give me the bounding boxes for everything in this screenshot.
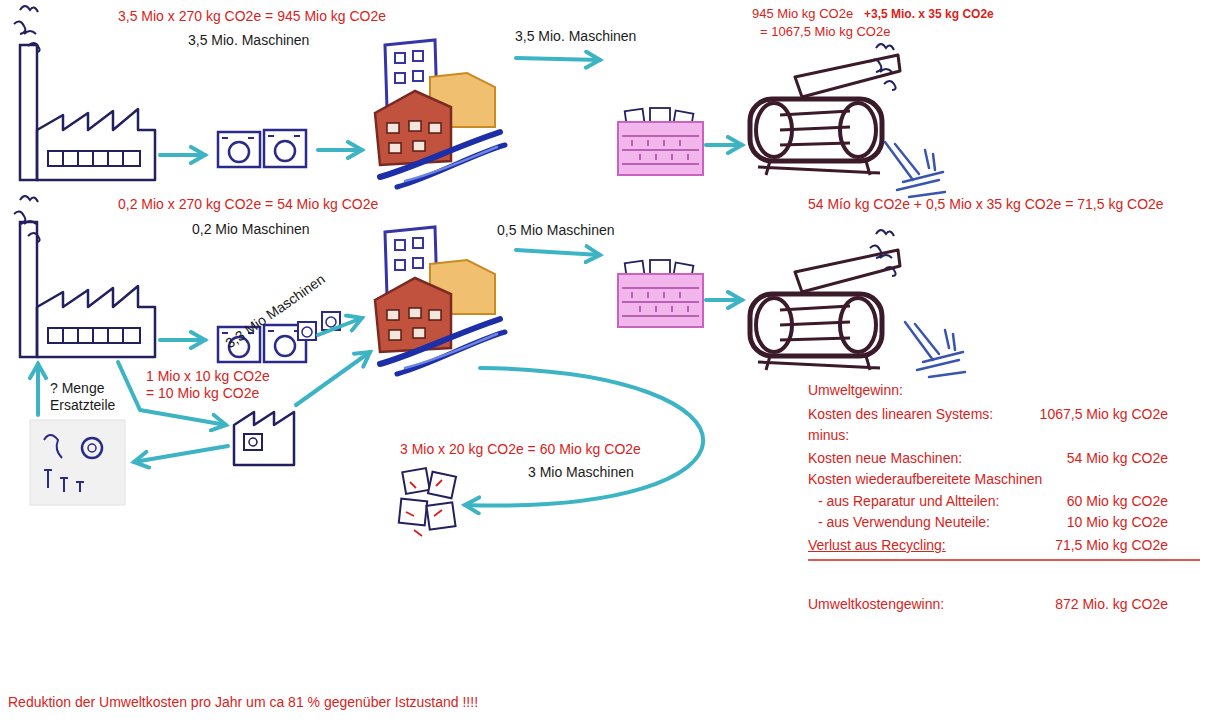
flow-arrow bbox=[160, 153, 205, 157]
formula-label: Umweltkostengewinn: bbox=[808, 596, 944, 613]
washing-machines-icon bbox=[218, 130, 306, 167]
scrap-output-icon bbox=[905, 322, 965, 377]
old-machine bbox=[426, 502, 455, 529]
formula-label: 54 Mío kg CO2e + 0,5 Mio x 35 kg CO2e = … bbox=[808, 196, 1164, 213]
caption: Reduktion der Umweltkosten pro Jahr um c… bbox=[8, 694, 478, 711]
spare-parts-panel bbox=[30, 420, 125, 505]
formula-label: = 1067,5 Mio kg CO2e bbox=[760, 24, 890, 40]
flow-arrow bbox=[296, 352, 370, 405]
quantity-label: 3,5 Mio. Maschinen bbox=[515, 28, 636, 45]
quantity-label: 3 Mio Maschinen bbox=[528, 464, 634, 481]
formula-label: 1067,5 Mio kg CO2e bbox=[1040, 406, 1168, 423]
flow-arrows bbox=[38, 250, 742, 506]
return-arrow bbox=[465, 368, 703, 506]
flow-arrow bbox=[706, 298, 742, 302]
formula-label: 3,5 Mio x 270 kg CO2e = 945 Mio kg CO2e bbox=[118, 8, 386, 25]
spare-part-ring bbox=[82, 438, 102, 458]
formula-label: minus: bbox=[808, 427, 849, 444]
formula-label: Kosten des linearen Systems: bbox=[808, 406, 993, 423]
container-icon bbox=[618, 108, 703, 175]
old-machine bbox=[399, 499, 427, 526]
damage-marks bbox=[406, 480, 442, 536]
old-machine bbox=[402, 468, 429, 494]
formula-label: 945 Mio kg CO2e bbox=[752, 6, 853, 22]
flow-arrow bbox=[36, 364, 40, 415]
formula-label: 10 Mio kg CO2e bbox=[1067, 514, 1168, 531]
formula-label: +3,5 Mio. x 35 kg CO2e bbox=[864, 7, 994, 21]
smoke-icon bbox=[870, 44, 896, 90]
flow-arrow bbox=[516, 58, 600, 60]
shredder-icon bbox=[750, 250, 900, 370]
flow-arrow bbox=[706, 143, 742, 147]
houses-icon bbox=[375, 227, 505, 374]
quantity-label: 3,5 Mio. Maschinen bbox=[188, 32, 309, 49]
formula-label: Kosten neue Maschinen: bbox=[808, 450, 962, 467]
factory-window bbox=[244, 434, 262, 450]
quantity-label: 0,5 Mio Maschinen bbox=[497, 222, 615, 239]
flow-arrow bbox=[318, 318, 362, 335]
formula-label: - aus Verwendung Neuteile: bbox=[818, 514, 990, 531]
machine-door bbox=[249, 438, 257, 446]
formula-label: 3 Mio x 20 kg CO2e = 60 Mio kg CO2e bbox=[400, 441, 641, 458]
container-icon bbox=[618, 260, 703, 327]
formula-label: 54 Mio kg CO2e bbox=[1067, 450, 1168, 467]
formula-label: 0,2 Mio x 270 kg CO2e = 54 Mio kg CO2e bbox=[118, 196, 378, 213]
flow-arrow bbox=[134, 446, 228, 462]
scrap-output-icon bbox=[885, 142, 945, 197]
formula-label: - aus Reparatur und Altteilen: bbox=[818, 493, 999, 510]
old-machine bbox=[428, 472, 456, 499]
washing-machine-icon bbox=[298, 322, 316, 340]
factory-icon bbox=[20, 222, 155, 357]
sum-line bbox=[808, 559, 1200, 561]
spare-parts-sketch bbox=[44, 435, 84, 492]
old-machines-pile bbox=[399, 468, 456, 536]
factory-icon bbox=[20, 45, 155, 180]
quantity-label: ? Menge Ersatzteile bbox=[50, 380, 130, 414]
formula-label: 71,5 Mio kg CO2e bbox=[1055, 537, 1168, 554]
formula-label: 872 Mio. kg CO2e bbox=[1055, 596, 1168, 613]
flow-arrow bbox=[516, 250, 600, 255]
formula-label: Umweltgewinn: bbox=[808, 382, 903, 399]
remanufacturing-factory bbox=[234, 412, 294, 465]
formula-label: Kosten wiederaufbereitete Maschinen bbox=[808, 471, 1042, 488]
formula-label: 60 Mio kg CO2e bbox=[1067, 493, 1168, 510]
flow-arrow bbox=[160, 338, 205, 342]
flow-arrows bbox=[160, 58, 742, 155]
formula-label: 1 Mio x 10 kg CO2e = 10 Mio kg CO2e bbox=[146, 368, 276, 402]
shredder-icon bbox=[750, 55, 900, 175]
formula-label: Verlust aus Recycling: bbox=[808, 537, 946, 554]
flow-arrow bbox=[318, 148, 362, 152]
spare-part-ring bbox=[88, 444, 96, 452]
quantity-label: 0,2 Mio Maschinen bbox=[192, 221, 310, 238]
houses-icon bbox=[375, 40, 505, 187]
